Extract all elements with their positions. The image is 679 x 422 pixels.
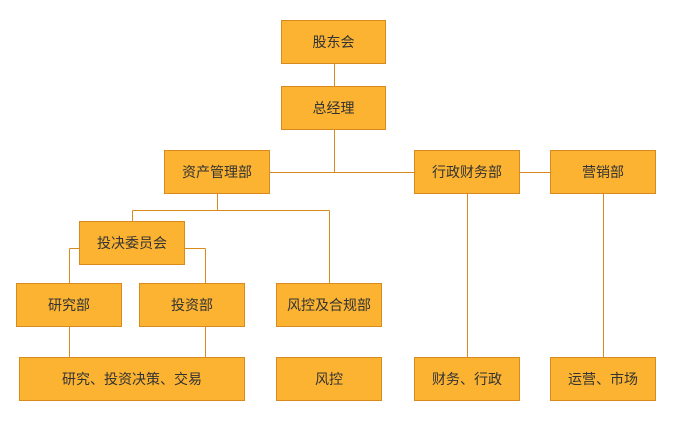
admin-functions-box: 财务、行政 [414,357,520,401]
shareholders-box: 股东会 [281,20,386,64]
admin-finance-dept-box: 行政财务部 [414,150,520,194]
marketing-functions-box: 运营、市场 [550,357,656,401]
risk-compliance-dept-box: 风控及合规部 [276,283,382,327]
investment-committee-box: 投决委员会 [79,221,185,265]
investment-dept-box: 投资部 [139,283,245,327]
general-manager-box: 总经理 [281,86,386,130]
research-dept-box: 研究部 [16,283,122,327]
research-functions-box: 研究、投资决策、交易 [19,357,245,401]
asset-management-dept-box: 资产管理部 [164,150,270,194]
risk-functions-box: 风控 [276,357,382,401]
marketing-dept-box: 营销部 [550,150,656,194]
